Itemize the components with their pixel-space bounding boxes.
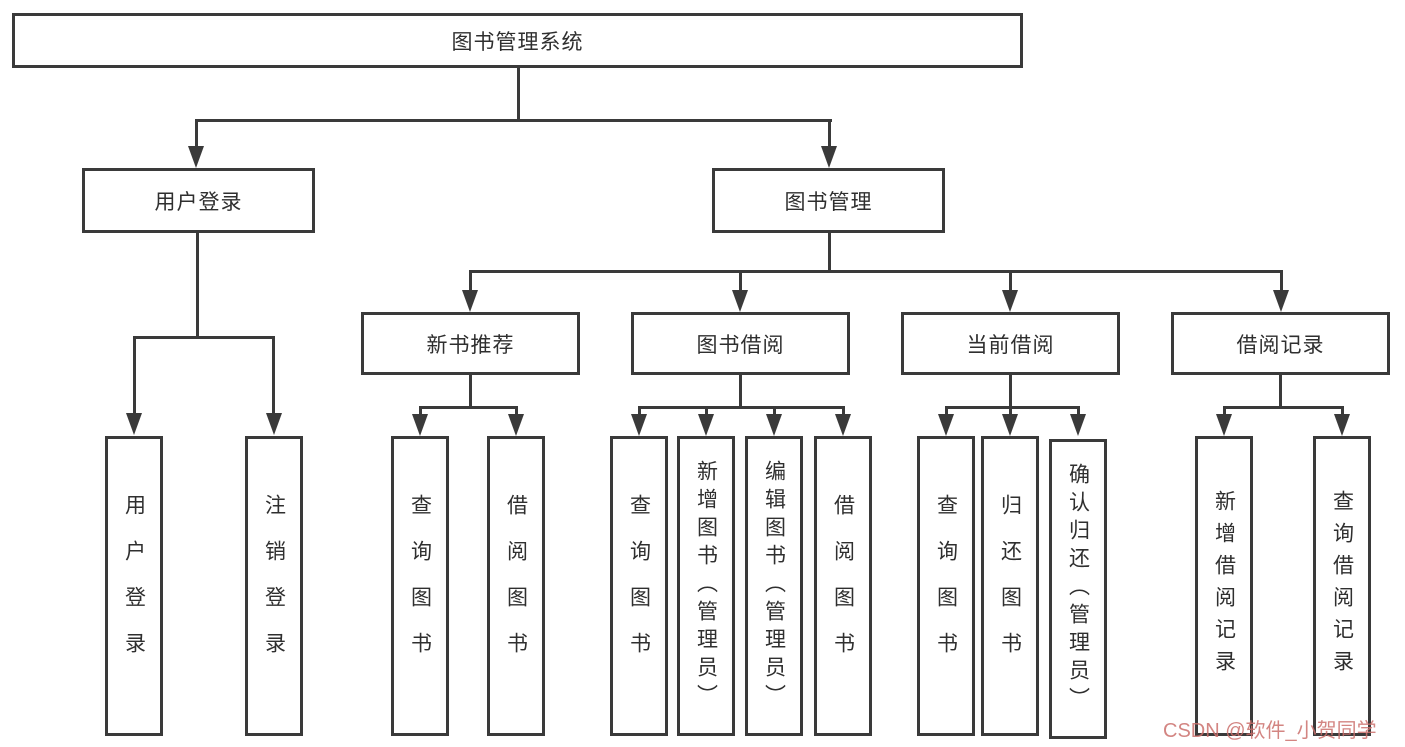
node-label: 新增图书（管理员）: [694, 460, 718, 712]
node-label: 注销登录: [262, 494, 286, 678]
arrowhead-confirm-return: [1070, 414, 1086, 436]
edge-drop-current-borrow: [1009, 270, 1012, 294]
edge-book-borrow-stem: [739, 375, 742, 409]
leaf-user-login: 用户登录: [105, 436, 163, 736]
node-user-login: 用户登录: [82, 168, 315, 233]
edge-drop-book-management: [828, 119, 831, 150]
node-new-book-recommend: 新书推荐: [361, 312, 580, 375]
arrowhead-borrow-book-1: [508, 414, 524, 436]
node-label: 借阅图书: [831, 494, 855, 678]
arrowhead-login: [126, 413, 142, 435]
arrowhead-edit-book: [766, 414, 782, 436]
edge-drop: [515, 406, 518, 418]
node-label: 新书推荐: [426, 333, 515, 357]
arrowhead-return-book: [1002, 414, 1018, 436]
edge-borrow-records-crossbar: [1223, 406, 1344, 409]
node-label: 查询图书: [934, 494, 958, 678]
node-label: 查询图书: [408, 494, 432, 678]
arrowhead-current-borrow: [1002, 290, 1018, 312]
node-book-management: 图书管理: [712, 168, 945, 233]
edge-root-stem: [517, 68, 520, 122]
arrowhead-borrow-book-2: [835, 414, 851, 436]
edge-current-borrow-crossbar: [945, 406, 1080, 409]
edge-drop: [773, 406, 776, 418]
node-label: 用户登录: [122, 494, 146, 678]
edge-drop: [842, 406, 845, 418]
arrowhead-borrow-records: [1273, 290, 1289, 312]
edge-borrow-records-stem: [1279, 375, 1282, 409]
edge-drop: [1341, 406, 1344, 418]
edge-drop: [419, 406, 422, 418]
edge-drop: [945, 406, 948, 418]
node-label: 查询借阅记录: [1330, 490, 1354, 682]
leaf-query-book-recommend: 查询图书: [391, 436, 449, 736]
leaf-confirm-return-admin: 确认归还（管理员）: [1049, 439, 1107, 739]
leaf-query-book-current: 查询图书: [917, 436, 975, 736]
node-label: 借阅记录: [1236, 333, 1325, 357]
csdn-watermark: CSDN @软件_小贺同学: [1163, 720, 1377, 742]
arrowhead-add-book: [698, 414, 714, 436]
leaf-return-book: 归还图书: [981, 436, 1039, 736]
edge-drop-user-login: [195, 119, 198, 150]
edge-book-borrow-crossbar: [638, 406, 845, 409]
arrowhead-query-book-2: [631, 414, 647, 436]
edge-book-management-crossbar: [469, 270, 1283, 273]
edge-drop-new-book-recommend: [469, 270, 472, 294]
edge-drop-login: [133, 336, 136, 415]
leaf-logout: 注销登录: [245, 436, 303, 736]
leaf-borrow-book: 借阅图书: [814, 436, 872, 736]
edge-new-book-recommend-crossbar: [419, 406, 518, 409]
edge-current-borrow-stem: [1009, 375, 1012, 409]
node-label: 新增借阅记录: [1212, 490, 1236, 682]
arrowhead-book-borrow: [732, 290, 748, 312]
arrowhead-query-book-3: [938, 414, 954, 436]
leaf-query-book-borrow: 查询图书: [610, 436, 668, 736]
leaf-query-borrow-record: 查询借阅记录: [1313, 436, 1371, 736]
node-label: 借阅图书: [504, 494, 528, 678]
edge-user-login-stem: [196, 233, 199, 339]
edge-drop-logout: [272, 336, 275, 415]
node-label: 图书管理系统: [451, 30, 584, 54]
edge-drop: [705, 406, 708, 418]
node-borrow-records: 借阅记录: [1171, 312, 1390, 375]
edge-drop-borrow-records: [1280, 270, 1283, 294]
node-book-borrow: 图书借阅: [631, 312, 850, 375]
node-label: 确认归还（管理员）: [1066, 463, 1090, 715]
node-label: 查询图书: [627, 494, 651, 678]
node-label: 图书借阅: [696, 333, 785, 357]
edge-drop-book-borrow: [739, 270, 742, 294]
arrowhead-add-borrow-record: [1216, 414, 1232, 436]
edge-user-login-crossbar: [133, 336, 275, 339]
edge-new-book-recommend-stem: [469, 375, 472, 409]
node-label: 归还图书: [998, 494, 1022, 678]
node-current-borrow: 当前借阅: [901, 312, 1120, 375]
node-library-management-system: 图书管理系统: [12, 13, 1023, 68]
node-label: 图书管理: [784, 190, 873, 214]
leaf-edit-book-admin: 编辑图书（管理员）: [745, 436, 803, 736]
arrowhead-query-book-1: [412, 414, 428, 436]
edge-drop: [1009, 406, 1012, 418]
arrowhead-query-borrow-record: [1334, 414, 1350, 436]
node-label: 当前借阅: [966, 333, 1055, 357]
arrowhead-user-login: [188, 146, 204, 168]
leaf-add-book-admin: 新增图书（管理员）: [677, 436, 735, 736]
edge-root-crossbar: [196, 119, 832, 122]
arrowhead-logout: [266, 413, 282, 435]
edge-drop: [1077, 406, 1080, 418]
arrowhead-new-book-recommend: [462, 290, 478, 312]
edge-drop: [638, 406, 641, 418]
leaf-borrow-book-recommend: 借阅图书: [487, 436, 545, 736]
arrowhead-book-management: [821, 146, 837, 168]
node-label: 编辑图书（管理员）: [762, 460, 786, 712]
edge-drop: [1223, 406, 1226, 418]
edge-book-management-stem: [828, 233, 831, 273]
node-label: 用户登录: [154, 190, 243, 214]
leaf-add-borrow-record: 新增借阅记录: [1195, 436, 1253, 736]
